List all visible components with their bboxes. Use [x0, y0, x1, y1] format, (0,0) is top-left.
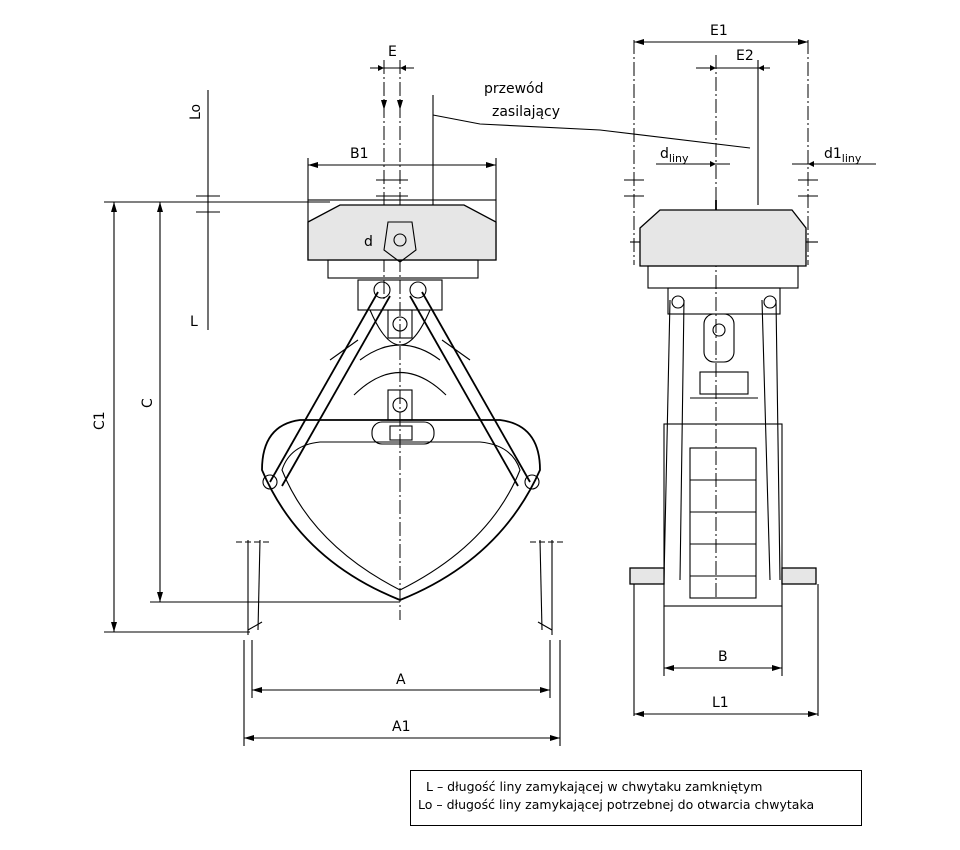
dim-label-B1: B1: [350, 146, 369, 162]
dim-label-L: L: [190, 314, 198, 330]
side-dimensions: E1 E2 dliny d1liny B L1: [634, 23, 876, 717]
dim-label-Lo: Lo: [188, 104, 204, 120]
dim-label-B: B: [718, 649, 728, 665]
callout-line-1: przewód: [484, 81, 544, 97]
callout-line-2: zasilający: [492, 104, 560, 120]
dim-label-d1-liny: d1liny: [824, 146, 862, 165]
svg-text:d: d: [364, 234, 373, 250]
dim-label-E2: E2: [736, 48, 754, 64]
dim-label-C1: C1: [92, 411, 108, 430]
dim-label-A1: A1: [392, 719, 410, 735]
dim-label-L1: L1: [712, 695, 729, 711]
notes-frame: [410, 770, 862, 826]
dim-label-A: A: [396, 672, 406, 688]
front-view: d: [236, 60, 566, 635]
dim-label-C: C: [140, 398, 156, 408]
dim-label-E1: E1: [710, 23, 728, 39]
note-line-1: L – długość liny zamykającej w chwytaku …: [426, 779, 763, 794]
power-cable-callout: przewód zasilający: [432, 81, 751, 149]
note-line-2: Lo – długość liny zamykającej potrzebnej…: [418, 797, 814, 812]
dim-label-d-liny: dliny: [660, 146, 689, 165]
notes-block: L – długość liny zamykającej w chwytaku …: [418, 779, 814, 812]
side-view: [624, 40, 819, 716]
dim-label-E: E: [388, 44, 397, 60]
front-dimensions: E Lo L B1 C1 C A A1: [92, 44, 561, 746]
